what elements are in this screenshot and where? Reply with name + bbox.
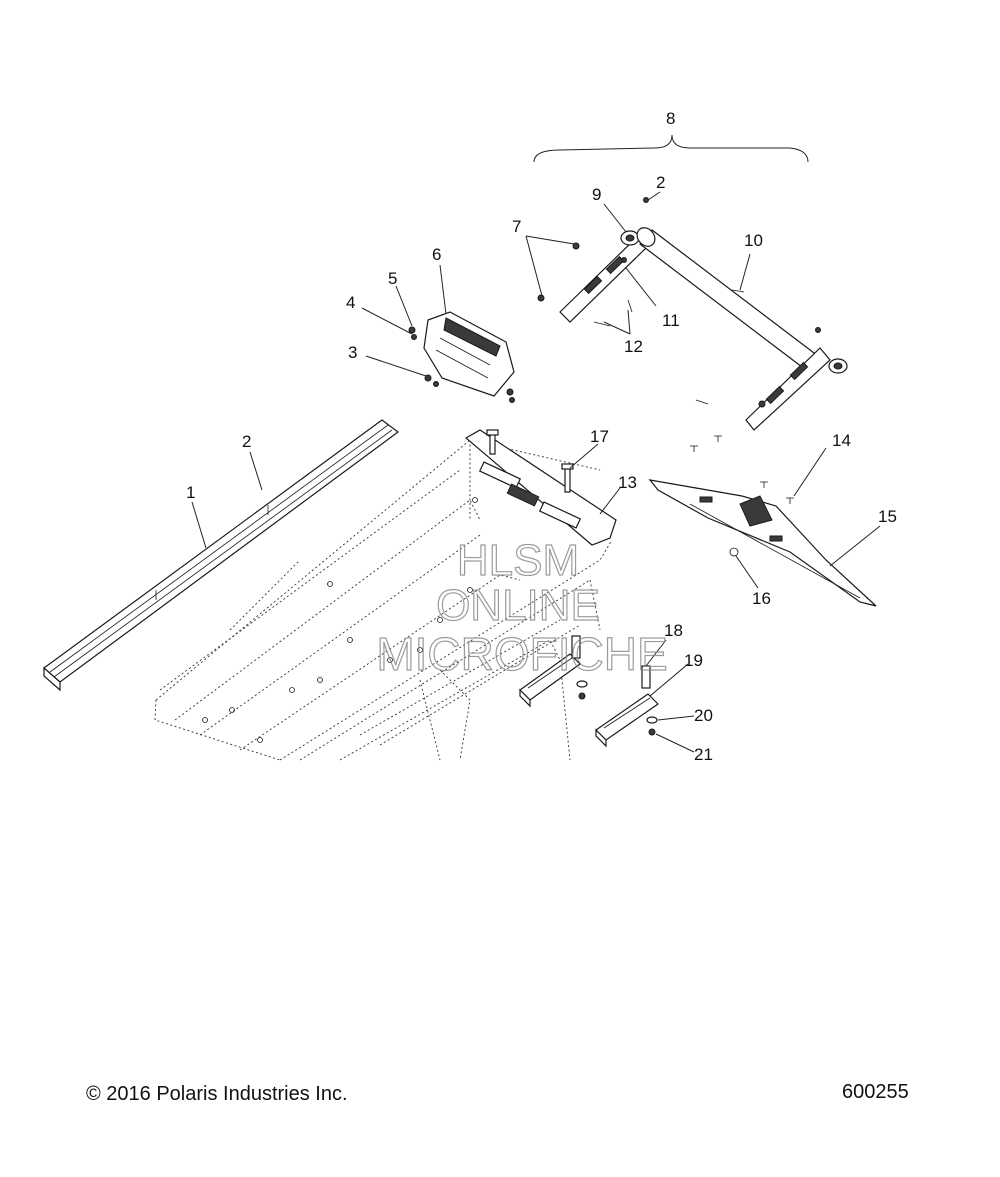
fastener-part-3 <box>424 374 432 382</box>
washer-part-20 <box>646 716 658 724</box>
group-brace-8 <box>533 134 809 163</box>
callout-8: 8 <box>666 109 675 128</box>
callout-12: 12 <box>624 337 643 356</box>
callout-14: 14 <box>832 431 851 450</box>
callout-10: 10 <box>744 231 763 250</box>
nut-part-21b <box>578 692 586 700</box>
callout-13: 13 <box>618 473 637 492</box>
callout-2: 2 <box>242 432 251 451</box>
fasteners-part-14 <box>690 435 794 504</box>
watermark-line-2: ONLINE <box>436 581 600 630</box>
fastener-part-3b <box>433 381 439 387</box>
callout-21: 21 <box>694 745 713 764</box>
fastener-part-5 <box>408 326 416 334</box>
bumper-part-15 <box>648 479 877 607</box>
copyright-notice: © 2016 Polaris Industries Inc. <box>86 1083 348 1105</box>
watermark-line-1: HLSM <box>457 536 579 585</box>
callout-15: 15 <box>878 507 897 526</box>
arm-assembly-part-8 <box>537 197 848 431</box>
callout-6: 6 <box>432 245 441 264</box>
callout-2: 2 <box>656 173 665 192</box>
slide-block-part-19 <box>519 653 659 748</box>
bolt-part-17 <box>486 429 574 493</box>
callout-4: 4 <box>346 293 355 312</box>
callout-5: 5 <box>388 269 397 288</box>
figure-number: 600255 <box>842 1081 909 1103</box>
nut-part-21 <box>648 728 656 736</box>
callout-3: 3 <box>348 343 357 362</box>
callout-19: 19 <box>684 651 703 670</box>
bracket-part-6 <box>423 311 515 403</box>
callout-1: 1 <box>186 483 195 502</box>
fastener-part-4 <box>411 334 417 340</box>
watermark: HLSM ONLINE MICROFICHE <box>376 535 669 680</box>
callout-11: 11 <box>662 311 680 330</box>
callout-17: 17 <box>590 427 609 446</box>
callout-labels: 1 2 2 3 4 5 6 7 8 9 10 11 12 13 14 15 16… <box>186 109 897 764</box>
washer-part-20b <box>576 680 588 688</box>
watermark-line-3: MICROFICHE <box>376 628 667 680</box>
rail-part-1 <box>43 419 400 692</box>
tunnel-chassis <box>154 429 617 761</box>
callout-16: 16 <box>752 589 771 608</box>
callout-9: 9 <box>592 185 601 204</box>
callout-20: 20 <box>694 706 713 725</box>
callout-18: 18 <box>664 621 683 640</box>
fastener-part-16 <box>729 547 739 557</box>
leader-lines <box>191 191 881 753</box>
callout-7: 7 <box>512 217 521 236</box>
